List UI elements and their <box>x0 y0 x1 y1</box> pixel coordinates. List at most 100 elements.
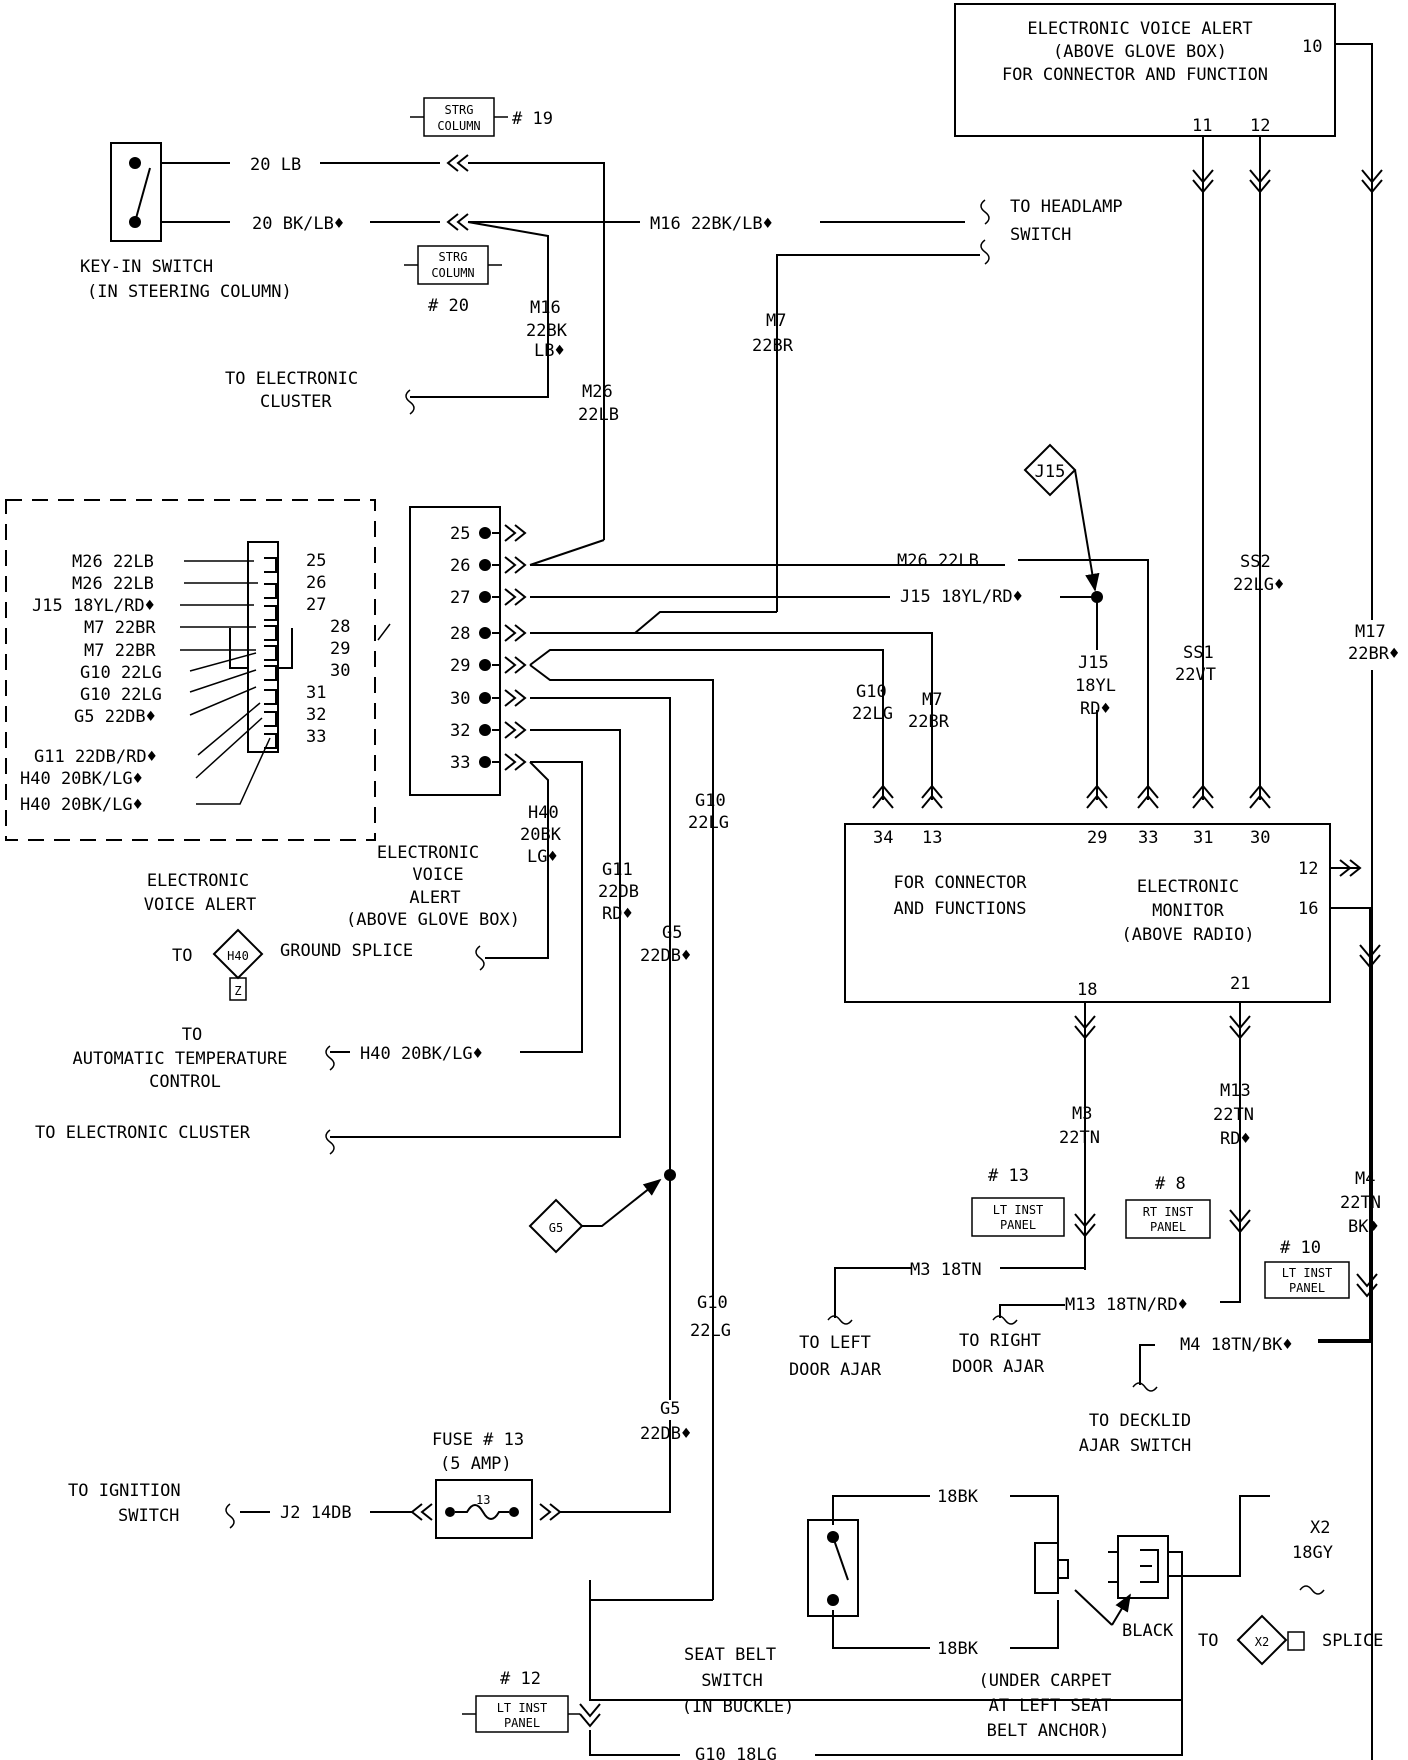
strg-box-19-line1: STRG <box>445 103 474 117</box>
fuse-box <box>435 1479 533 1539</box>
inset-pin-number: 32 <box>306 705 326 725</box>
headlamp-label-2: SWITCH <box>1010 225 1071 245</box>
wire-label-j15-main: J15 18YL/RD♦ <box>900 587 1023 607</box>
wire-label-g11-1: G11 <box>602 860 633 880</box>
wire-label-18bk-2: 18BK <box>937 1639 979 1659</box>
ref-10-lt: # 10 <box>1280 1238 1321 1258</box>
evalert-pin-11: 11 <box>1192 116 1212 136</box>
inset-pin-number: 27 <box>306 595 326 615</box>
chevrons-evalert <box>1192 169 1383 194</box>
seatbelt-blade <box>832 1536 849 1581</box>
inset-wire-label: H40 20BK/LG♦ <box>20 795 143 815</box>
main-pin-contact <box>479 591 491 603</box>
inset-connector-body <box>247 541 279 753</box>
chevron-g10-bottom <box>579 1703 601 1728</box>
monitor-pin-12: 12 <box>1298 859 1318 879</box>
inset-wire-label: H40 20BK/LG♦ <box>20 769 143 789</box>
wire-m13-18tn <box>1220 1240 1241 1303</box>
squiggle-right-door <box>992 1315 1018 1325</box>
wire-m4-to-decklid <box>1139 1344 1155 1385</box>
wire-label-m13-18tn: M13 18TN/RD♦ <box>1065 1295 1188 1315</box>
atc-label-2: AUTOMATIC TEMPERATURE <box>73 1049 288 1069</box>
ground-z: Z <box>234 984 241 998</box>
inset-wire-label: J15 18YL/RD♦ <box>32 596 155 616</box>
wire-label-m3-18tn: M3 18TN <box>910 1260 982 1280</box>
ground-to: TO <box>172 946 192 966</box>
main-pin-chevron <box>492 721 527 739</box>
lt-panel-12-line1: LT INST <box>497 1701 548 1715</box>
main-pin-chevron <box>492 588 527 606</box>
splice-j15 <box>1091 591 1103 603</box>
inset-terminal-marks <box>264 557 277 749</box>
monitor-right-2: MONITOR <box>1152 901 1224 921</box>
monitor-pin-21: 21 <box>1230 974 1250 994</box>
key-in-blade <box>134 167 151 223</box>
wire-label-ss1-b: 22VT <box>1175 665 1216 685</box>
wire-label-g11-3: RD♦ <box>602 904 633 924</box>
squiggle-decklid <box>1132 1382 1158 1392</box>
wire-label-m17-a: M17 <box>1355 622 1386 642</box>
splice-g5-label: G5 <box>549 1221 563 1235</box>
main-pin-number: 29 <box>450 656 470 676</box>
inset-pin-number: 30 <box>330 661 350 681</box>
wire-label-ss1-a: SS1 <box>1183 643 1214 663</box>
squiggle-ground <box>475 945 485 971</box>
wire-g10-to-monitor <box>529 649 884 800</box>
inset-wire-label: G5 22DB♦ <box>74 707 156 727</box>
wire-j15-node <box>1060 596 1098 650</box>
wire-label-m7-a: M7 <box>766 311 786 331</box>
evalert-label-3: ALERT <box>409 888 460 908</box>
seatbelt-label-2: SWITCH <box>701 1671 762 1691</box>
wire-label-g10a-1: G10 <box>856 682 887 702</box>
squiggle-ignition <box>225 1503 235 1529</box>
evalert-pin-10: 10 <box>1302 37 1322 57</box>
strg-ref-20: # 20 <box>428 296 469 316</box>
connector-inset-frame <box>5 499 376 841</box>
wire-x2 <box>1168 1495 1270 1577</box>
splice-j15-label: J15 <box>1035 462 1066 482</box>
squiggle-cluster <box>405 389 415 415</box>
lt-panel-12-line2: PANEL <box>504 1716 540 1730</box>
inset-pin-number: 28 <box>330 617 350 637</box>
ground-z-box <box>229 977 247 1001</box>
under-carpet-1: (UNDER CARPET <box>978 1671 1111 1691</box>
wire-label-g10-18lg: G10 18LG <box>695 1745 777 1760</box>
main-pin-number: 26 <box>450 556 470 576</box>
wire-label-m26-a: M26 <box>582 382 613 402</box>
lower-right-chevrons <box>1074 1209 1378 1298</box>
wire-label-m4-3: BK♦ <box>1348 1217 1379 1237</box>
m17-label-bg <box>1340 620 1408 670</box>
splice-symbol-x2 <box>1236 1614 1288 1666</box>
wire-g11-to-cluster <box>330 729 621 1138</box>
main-pin-contact <box>479 659 491 671</box>
wire-label-m17-b: 22BR♦ <box>1348 644 1399 664</box>
wire-label-x2-2: 18GY <box>1292 1543 1333 1563</box>
wire-label-m16-v1: M16 <box>530 298 561 318</box>
strg-box-20-line2: COLUMN <box>431 266 474 280</box>
wire-label-x2-1: X2 <box>1310 1518 1330 1538</box>
atc-wire-label-bg <box>350 1042 520 1064</box>
wire-m26-down <box>468 162 605 540</box>
strg-box-19-line2: COLUMN <box>437 119 480 133</box>
main-pin-number: 33 <box>450 753 470 773</box>
splice-label: SPLICE <box>1322 1631 1383 1651</box>
headlamp-label-1: TO HEADLAMP <box>1010 197 1123 217</box>
key-in-switch-label: KEY-IN SWITCH <box>80 257 213 277</box>
wire-label-m16: M16 22BK/LB♦ <box>650 214 773 234</box>
lt-panel-10-line2: PANEL <box>1289 1281 1325 1295</box>
to-electronic-cluster: TO ELECTRONIC CLUSTER <box>35 1123 251 1143</box>
wire-g10-down <box>529 664 714 1600</box>
wire-h40-to-ground <box>485 761 549 959</box>
evalert-label-1: ELECTRONIC <box>377 843 479 863</box>
inset-connector-lock <box>229 628 293 669</box>
wire-label-ss2-a: SS2 <box>1240 552 1271 572</box>
ground-splice-label: GROUND SPLICE <box>280 941 413 961</box>
rt-inst-panel-box-8 <box>1125 1199 1211 1239</box>
wire-label-m16-v3: LB♦ <box>534 341 565 361</box>
main-pin-chevron <box>492 556 527 574</box>
wire-label-g10c-2: 22LG <box>690 1321 731 1341</box>
wire-fuse <box>370 1420 671 1513</box>
wire-pin16 <box>1318 907 1371 1341</box>
main-pin-contact <box>479 527 491 539</box>
